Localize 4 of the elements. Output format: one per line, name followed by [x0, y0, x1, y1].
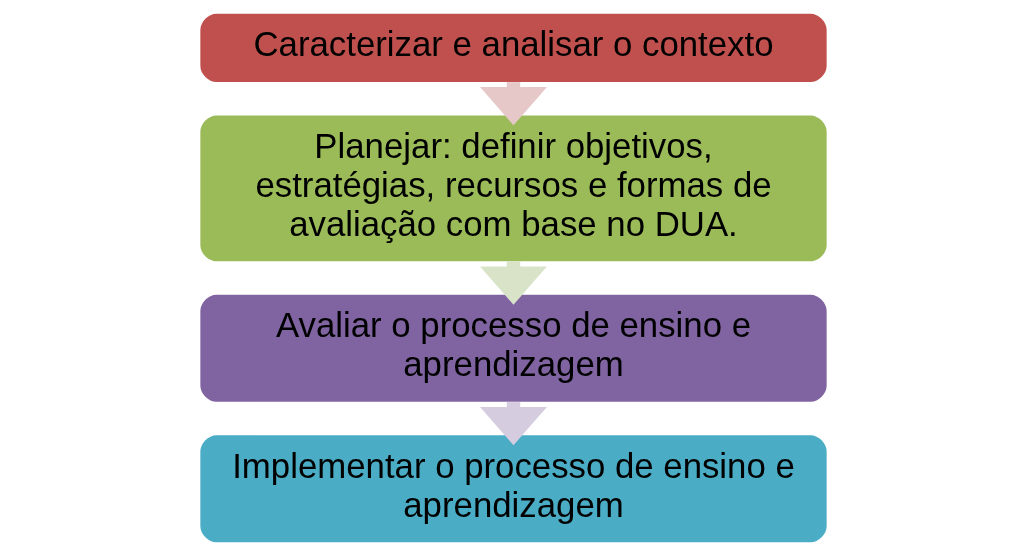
node-box: Planejar: definir objetivos, estratégias, recursos e formas de avaliação com base no DUA. [199, 115, 827, 262]
node-box: Implementar o processo de ensino e aprendizagem [199, 435, 827, 543]
node-box: Avaliar o processo de ensino e aprendizagem [199, 294, 827, 402]
node-box: Caracterizar e analisar o contexto [199, 13, 827, 82]
